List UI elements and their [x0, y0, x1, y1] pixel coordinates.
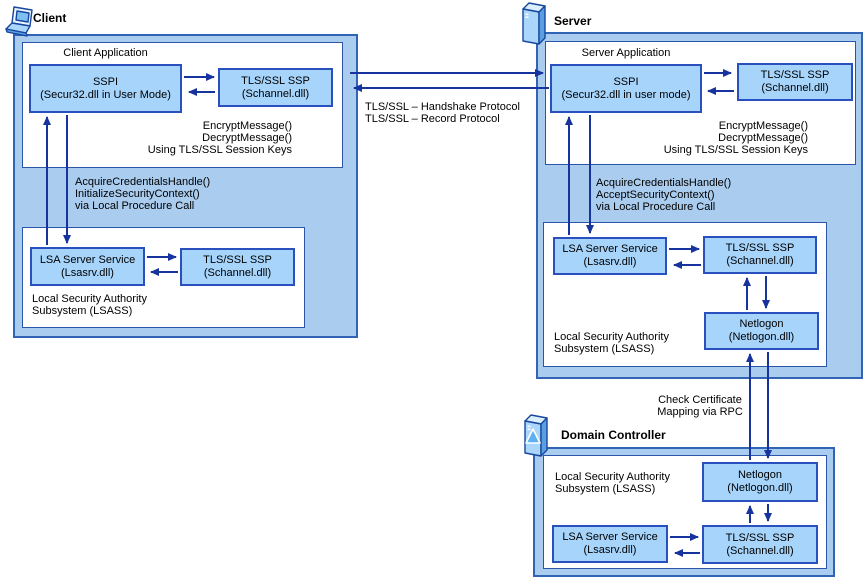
server-lsass-schannel-label: TLS/SSL SSP (Schannel.dll): [725, 242, 795, 267]
client-schannel-ssp-box: TLS/SSL SSP (Schannel.dll): [218, 68, 333, 107]
server-lsa-service-box: LSA Server Service (Lsasrv.dll): [553, 237, 667, 275]
dc-schannel-ssp-box: TLS/SSL SSP (Schannel.dll): [702, 525, 818, 564]
client-application-label: Client Application: [63, 47, 148, 59]
server-application-label: Server Application: [581, 47, 671, 59]
client-lsa-service-box: LSA Server Service (Lsasrv.dll): [30, 247, 145, 286]
server-netlogon-box: Netlogon (Netlogon.dll): [704, 312, 819, 350]
client-section-title: Client: [33, 11, 67, 25]
dc-netlogon-label: Netlogon (Netlogon.dll): [727, 469, 793, 494]
dc-lsa-service-label: LSA Server Service (Lsasrv.dll): [562, 531, 658, 556]
client-sspi-label: SSPI (Secur32.dll in User Mode): [40, 75, 171, 101]
server-crypto-note: EncryptMessage() DecryptMessage() Using …: [663, 120, 808, 156]
client-lsass-note: Local Security Authority Subsystem (LSAS…: [32, 293, 147, 317]
client-schannel-ssp-label: TLS/SSL SSP (Schannel.dll): [241, 74, 310, 100]
server-lsass-note: Local Security Authority Subsystem (LSAS…: [554, 331, 669, 355]
client-laptop-icon: [5, 6, 33, 37]
dc-section-title: Domain Controller: [561, 428, 666, 442]
check-certificate-rpc-note: Check Certificate Mapping via RPC: [657, 394, 743, 418]
server-sspi-label: SSPI (Secur32.dll in user mode): [561, 75, 691, 101]
server-netlogon-label: Netlogon (Netlogon.dll): [728, 318, 795, 343]
handshake-protocol-label: TLS/SSL – Handshake Protocol: [365, 101, 520, 113]
client-acquire-note: AcquireCredentialsHandle() InitializeSec…: [75, 176, 211, 212]
server-lsass-schannel-box: TLS/SSL SSP (Schannel.dll): [703, 236, 817, 274]
record-protocol-label: TLS/SSL – Record Protocol: [365, 113, 500, 125]
server-schannel-ssp-box: TLS/SSL SSP (Schannel.dll): [737, 63, 853, 101]
dc-lsass-note: Local Security Authority Subsystem (LSAS…: [555, 471, 670, 495]
server-acquire-note: AcquireCredentialsHandle() AcceptSecurit…: [596, 177, 732, 213]
client-sspi-box: SSPI (Secur32.dll in User Mode): [29, 64, 182, 113]
client-lsass-schannel-label: TLS/SSL SSP (Schannel.dll): [203, 254, 272, 279]
client-crypto-note: EncryptMessage() DecryptMessage() Using …: [147, 120, 292, 156]
client-lsa-service-label: LSA Server Service (Lsasrv.dll): [39, 253, 136, 279]
dc-netlogon-box: Netlogon (Netlogon.dll): [702, 462, 818, 502]
server-lsa-service-label: LSA Server Service (Lsasrv.dll): [562, 243, 658, 268]
domain-controller-icon: [524, 414, 548, 457]
server-tower-icon: [522, 2, 546, 45]
client-lsass-schannel-box: TLS/SSL SSP (Schannel.dll): [180, 248, 295, 286]
dc-lsa-service-box: LSA Server Service (Lsasrv.dll): [552, 525, 668, 563]
server-schannel-ssp-label: TLS/SSL SSP (Schannel.dll): [760, 69, 830, 94]
dc-schannel-ssp-label: TLS/SSL SSP (Schannel.dll): [725, 531, 795, 557]
server-section-title: Server: [554, 14, 592, 28]
server-sspi-box: SSPI (Secur32.dll in user mode): [550, 64, 702, 113]
